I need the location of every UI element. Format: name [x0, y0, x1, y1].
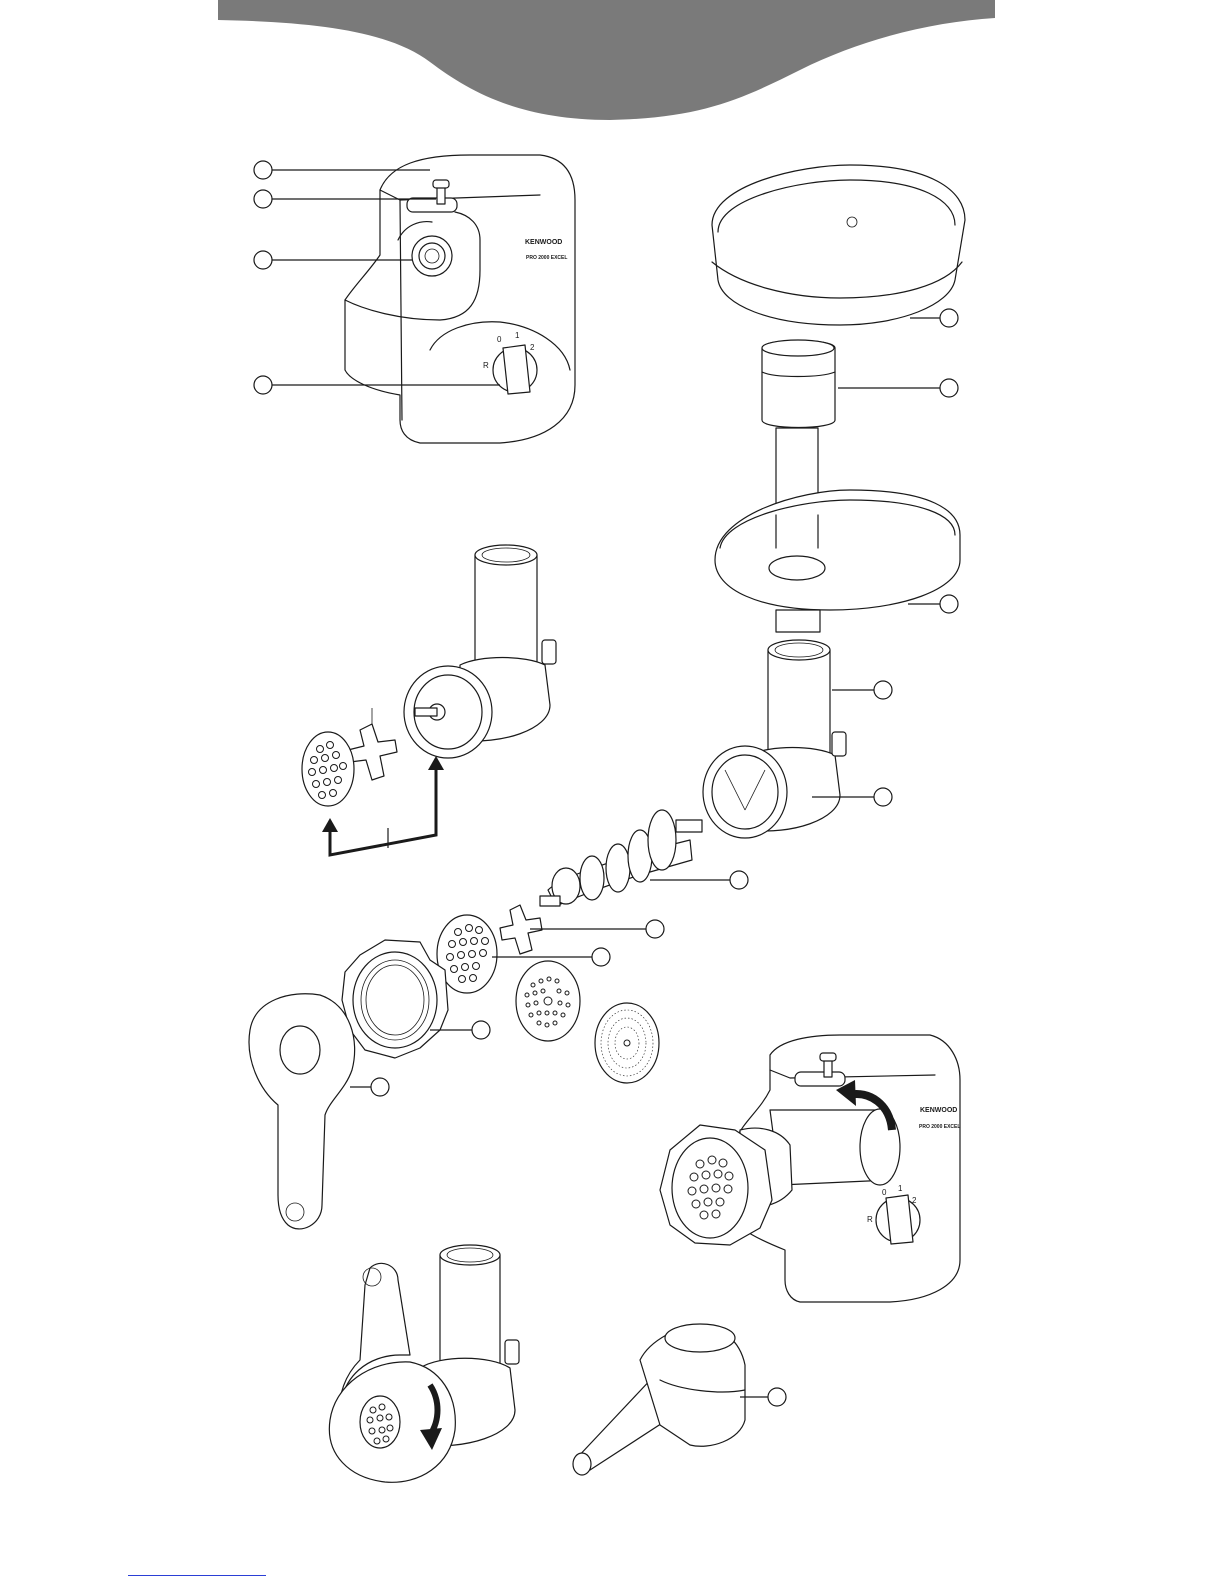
dial-label-1-assembled: 1: [898, 1184, 903, 1193]
callout-marker: [940, 595, 958, 613]
callout-marker: [874, 788, 892, 806]
ring-nut: [342, 940, 448, 1058]
mincer-head-right: [703, 640, 846, 838]
callout-marker: [472, 1021, 490, 1039]
spanner: [249, 994, 355, 1229]
callout-marker: [254, 161, 272, 179]
dial-label-r: R: [483, 361, 489, 370]
dial-label-r-assembled: R: [867, 1215, 873, 1224]
exploded-blade-left: [348, 708, 397, 780]
callout-marker: [874, 681, 892, 699]
dial-label-0-assembled: 0: [882, 1188, 887, 1197]
cutting-plate-fine: [595, 1003, 659, 1083]
callout-marker: [371, 1078, 389, 1096]
dial-label-0: 0: [497, 335, 502, 344]
feed-tray-lower: [715, 490, 960, 632]
callout-marker: [254, 190, 272, 208]
dial-label-2: 2: [530, 343, 535, 352]
model-label: PRO 2000 EXCEL: [526, 255, 567, 261]
header-wave-band: [218, 0, 995, 120]
dial-label-1: 1: [515, 331, 520, 340]
cutting-plate-medium: [516, 961, 580, 1041]
sausage-filler: [573, 1324, 745, 1475]
callout-marker: [254, 251, 272, 269]
meat-tray: [712, 165, 965, 325]
brand-label: KENWOOD: [525, 239, 562, 246]
assembled-unit: 0 1 2 R KENWOOD PRO 2000 EXCEL: [660, 1035, 960, 1302]
model-label-assembled: PRO 2000 EXCEL: [919, 1124, 960, 1130]
callout-marker: [940, 309, 958, 327]
mincer-head-left: [404, 545, 556, 758]
head-with-spanner: [329, 1245, 519, 1482]
callout-marker: [592, 948, 610, 966]
brand-label-assembled: KENWOOD: [920, 1107, 957, 1114]
callout-marker: [254, 376, 272, 394]
callout-marker: [940, 379, 958, 397]
footer-link-underline[interactable]: [128, 1575, 266, 1576]
exploded-plate-left: [302, 732, 354, 806]
motor-unit: 0 1 2 R KENWOOD PRO 2000 EXCEL: [345, 155, 575, 443]
dial-label-2-assembled: 2: [912, 1196, 917, 1205]
feed-screw: [540, 810, 702, 906]
callout-marker: [730, 871, 748, 889]
callout-marker: [768, 1388, 786, 1406]
callout-marker: [646, 920, 664, 938]
